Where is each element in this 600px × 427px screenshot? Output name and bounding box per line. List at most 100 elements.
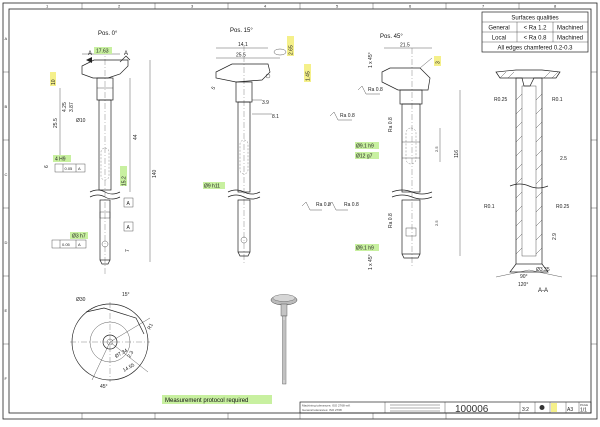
dim-pos15-d9h11: Ø9 h11 — [204, 184, 220, 190]
dim-pos15-14-1: 14.1 — [238, 42, 248, 48]
surface-row-local-ra: < Ra 0.8 — [524, 36, 548, 42]
dim-pos45-2-5-b: 2.5 — [434, 220, 439, 226]
surface-row-general-label: General — [488, 26, 509, 32]
surface-qualities-table: Surfaces qualities General < Ra 1.2 Mach… — [481, 11, 589, 53]
outer-border — [2, 2, 598, 420]
dim-pos15-8-1: 8.1 — [272, 114, 279, 120]
view-pos15-title: Pos. 15° — [230, 28, 253, 34]
iso-thumbnail — [270, 294, 298, 385]
view-pos-15: Pos. 15° 14.1 25.5 2.65 1.45 5 3.9 8.1 Ø… — [203, 28, 312, 265]
dim-plan-d30: Ø30 — [76, 297, 86, 303]
grid-col-8: 8 — [554, 4, 557, 9]
grid-col-1: 1 — [46, 4, 49, 9]
dim-pos15-3-9: 3.9 — [262, 100, 269, 106]
surface-row-general-finish: Machined — [557, 26, 583, 32]
dim-pos45-3: 3 — [436, 61, 442, 64]
dim-pos0-6: 6 — [44, 165, 50, 168]
protocol-note: Measurement protocol required — [165, 398, 248, 404]
dim-section-r0-1-top: R0.1 — [552, 97, 563, 103]
dim-pos0-7: 7 — [125, 249, 131, 252]
dim-plan-45deg: 45° — [100, 384, 108, 390]
surface-row-general-ra: < Ra 1.2 — [524, 26, 548, 32]
dim-plan-d7-34: Ø7.34 — [114, 348, 129, 360]
dim-pos45-ra-3: Ra 0.8 — [388, 117, 394, 132]
grid-row-d: D — [5, 240, 8, 245]
view-pos0-title: Pos. 0° — [98, 31, 118, 37]
grid-col-2: 2 — [118, 4, 121, 9]
dim-pos45-ra-6: Ra 0.8 — [344, 202, 359, 208]
drawing-number: 100006 — [455, 404, 489, 415]
view-pos-0: Pos. 0° A A 17.63 10 4.25 3.87 Ø10 25.5 — [44, 31, 158, 275]
dim-plan-14-55: 14.55 — [122, 362, 136, 374]
dim-pos15-5: 5 — [211, 85, 218, 91]
dim-plan-15deg: 15° — [122, 292, 130, 298]
title-tol-line1: Machining tolerances: ISO 2768-mK — [302, 404, 350, 408]
dim-pos45-116: 116 — [454, 150, 460, 158]
grid-row-b: B — [5, 104, 8, 109]
dim-pos0-d10: Ø10 — [76, 118, 86, 124]
dim-pos45-2-5-a: 2.5 — [434, 146, 439, 152]
dim-pos45-ra-1: Ra 0.8 — [368, 87, 383, 93]
dim-pos0-17-63: 17.63 — [96, 49, 109, 55]
dim-pos45-ra-4: Ra 0.8 — [388, 213, 394, 228]
view-pos-45: Pos. 45° 21.5 3 1 x 45° Ra 0.8 Ra 0.8 Ra… — [301, 34, 461, 270]
projection-symbol-icon — [539, 405, 545, 410]
dim-pos0-15-2: 15.2 — [122, 176, 128, 186]
title-tol-line2: General tolerances: ISO 2768 — [302, 408, 342, 412]
surface-row-local-label: Local — [492, 36, 506, 42]
dim-pos0-25-5: 25.5 — [53, 118, 59, 128]
dim-section-d3-35: Ø3.35 — [536, 267, 550, 273]
surface-row-local-finish: Machined — [557, 36, 583, 42]
view-plan: Ø30 15° R1 2.3 Ø7.34 14.55 45° — [70, 292, 155, 390]
dim-section-90deg: 90° — [520, 274, 528, 280]
grid-col-3: 3 — [191, 4, 194, 9]
surface-table-note: All edges chamfered 0.2-0.3 — [497, 46, 573, 52]
dim-pos0-datum-a2: A — [78, 242, 81, 247]
dim-section-2-9: 2.9 — [552, 233, 558, 240]
title-scale: 3:2 — [522, 407, 529, 413]
dim-pos0-d3h7: Ø3 h7 — [72, 234, 86, 240]
dim-pos45-d12g7: Ø12 g7 — [356, 154, 373, 160]
dim-plan-2-3: 2.3 — [127, 350, 136, 359]
grid-row-c: C — [5, 172, 8, 177]
title-sheet-label: PAGE — [580, 403, 588, 407]
dim-pos0-datum-a1: A — [78, 166, 81, 171]
grid-col-7: 7 — [482, 4, 485, 9]
surface-table-title: Surfaces qualities — [511, 16, 558, 22]
dim-pos15-1-45: 1.45 — [306, 71, 312, 81]
dim-section-r0-1-bottom: R0.1 — [484, 204, 495, 210]
dim-pos0-datum-box2: A — [127, 225, 131, 231]
grid-row-a: A — [5, 36, 8, 41]
dim-pos45-ra-5: Ra 0.8 — [316, 202, 331, 208]
dim-plan-r1: R1 — [147, 322, 156, 331]
dim-pos0-4-25: 4.25 — [62, 102, 68, 112]
title-sheet: 1/1 — [580, 408, 587, 414]
dim-pos0-datum-box1: A — [127, 201, 131, 207]
dim-pos45-d9-1h9-b: Ø9.1 h9 — [356, 246, 374, 252]
dim-pos0-4h9: 4 H9 — [55, 157, 66, 163]
inner-border — [8, 8, 592, 414]
dim-pos15-25-5: 25.5 — [236, 53, 246, 59]
grid-row-f: F — [5, 376, 8, 381]
dim-pos0-tol-0-05: 0.05 — [65, 166, 74, 171]
dim-section-r0-25-bottom: R0.25 — [556, 204, 570, 210]
title-block: Machining tolerances: ISO 2768-mK Genera… — [299, 401, 592, 415]
dim-pos0-44: 44 — [133, 134, 139, 140]
dim-pos45-chamfer-top: 1 x 45° — [368, 52, 374, 68]
grid-col-5: 5 — [336, 4, 339, 9]
section-a-a-label: A-A — [538, 288, 548, 294]
dim-pos0-10: 10 — [51, 79, 57, 85]
dim-pos0-140: 140 — [152, 169, 158, 178]
dim-pos45-chamfer-bottom: 1 x 45° — [368, 254, 374, 270]
protocol-note-highlight — [162, 395, 272, 404]
dim-section-r0-25-top: R0.25 — [494, 97, 508, 103]
grid-col-6: 6 — [409, 4, 412, 9]
section-a-a: R0.25 R0.1 2.5 R0.1 R0.25 2.9 Ø3.35 90° … — [484, 69, 570, 294]
dim-pos45-d9-1h9-a: Ø9.1 h9 — [356, 144, 374, 150]
dim-pos0-tol2-0-05: 0.05 — [62, 242, 71, 247]
dim-pos45-ra-2: Ra 0.8 — [340, 113, 355, 119]
grid-col-4: 4 — [264, 4, 267, 9]
view-pos45-title: Pos. 45° — [380, 34, 403, 40]
dim-section-120deg: 120° — [518, 282, 528, 288]
